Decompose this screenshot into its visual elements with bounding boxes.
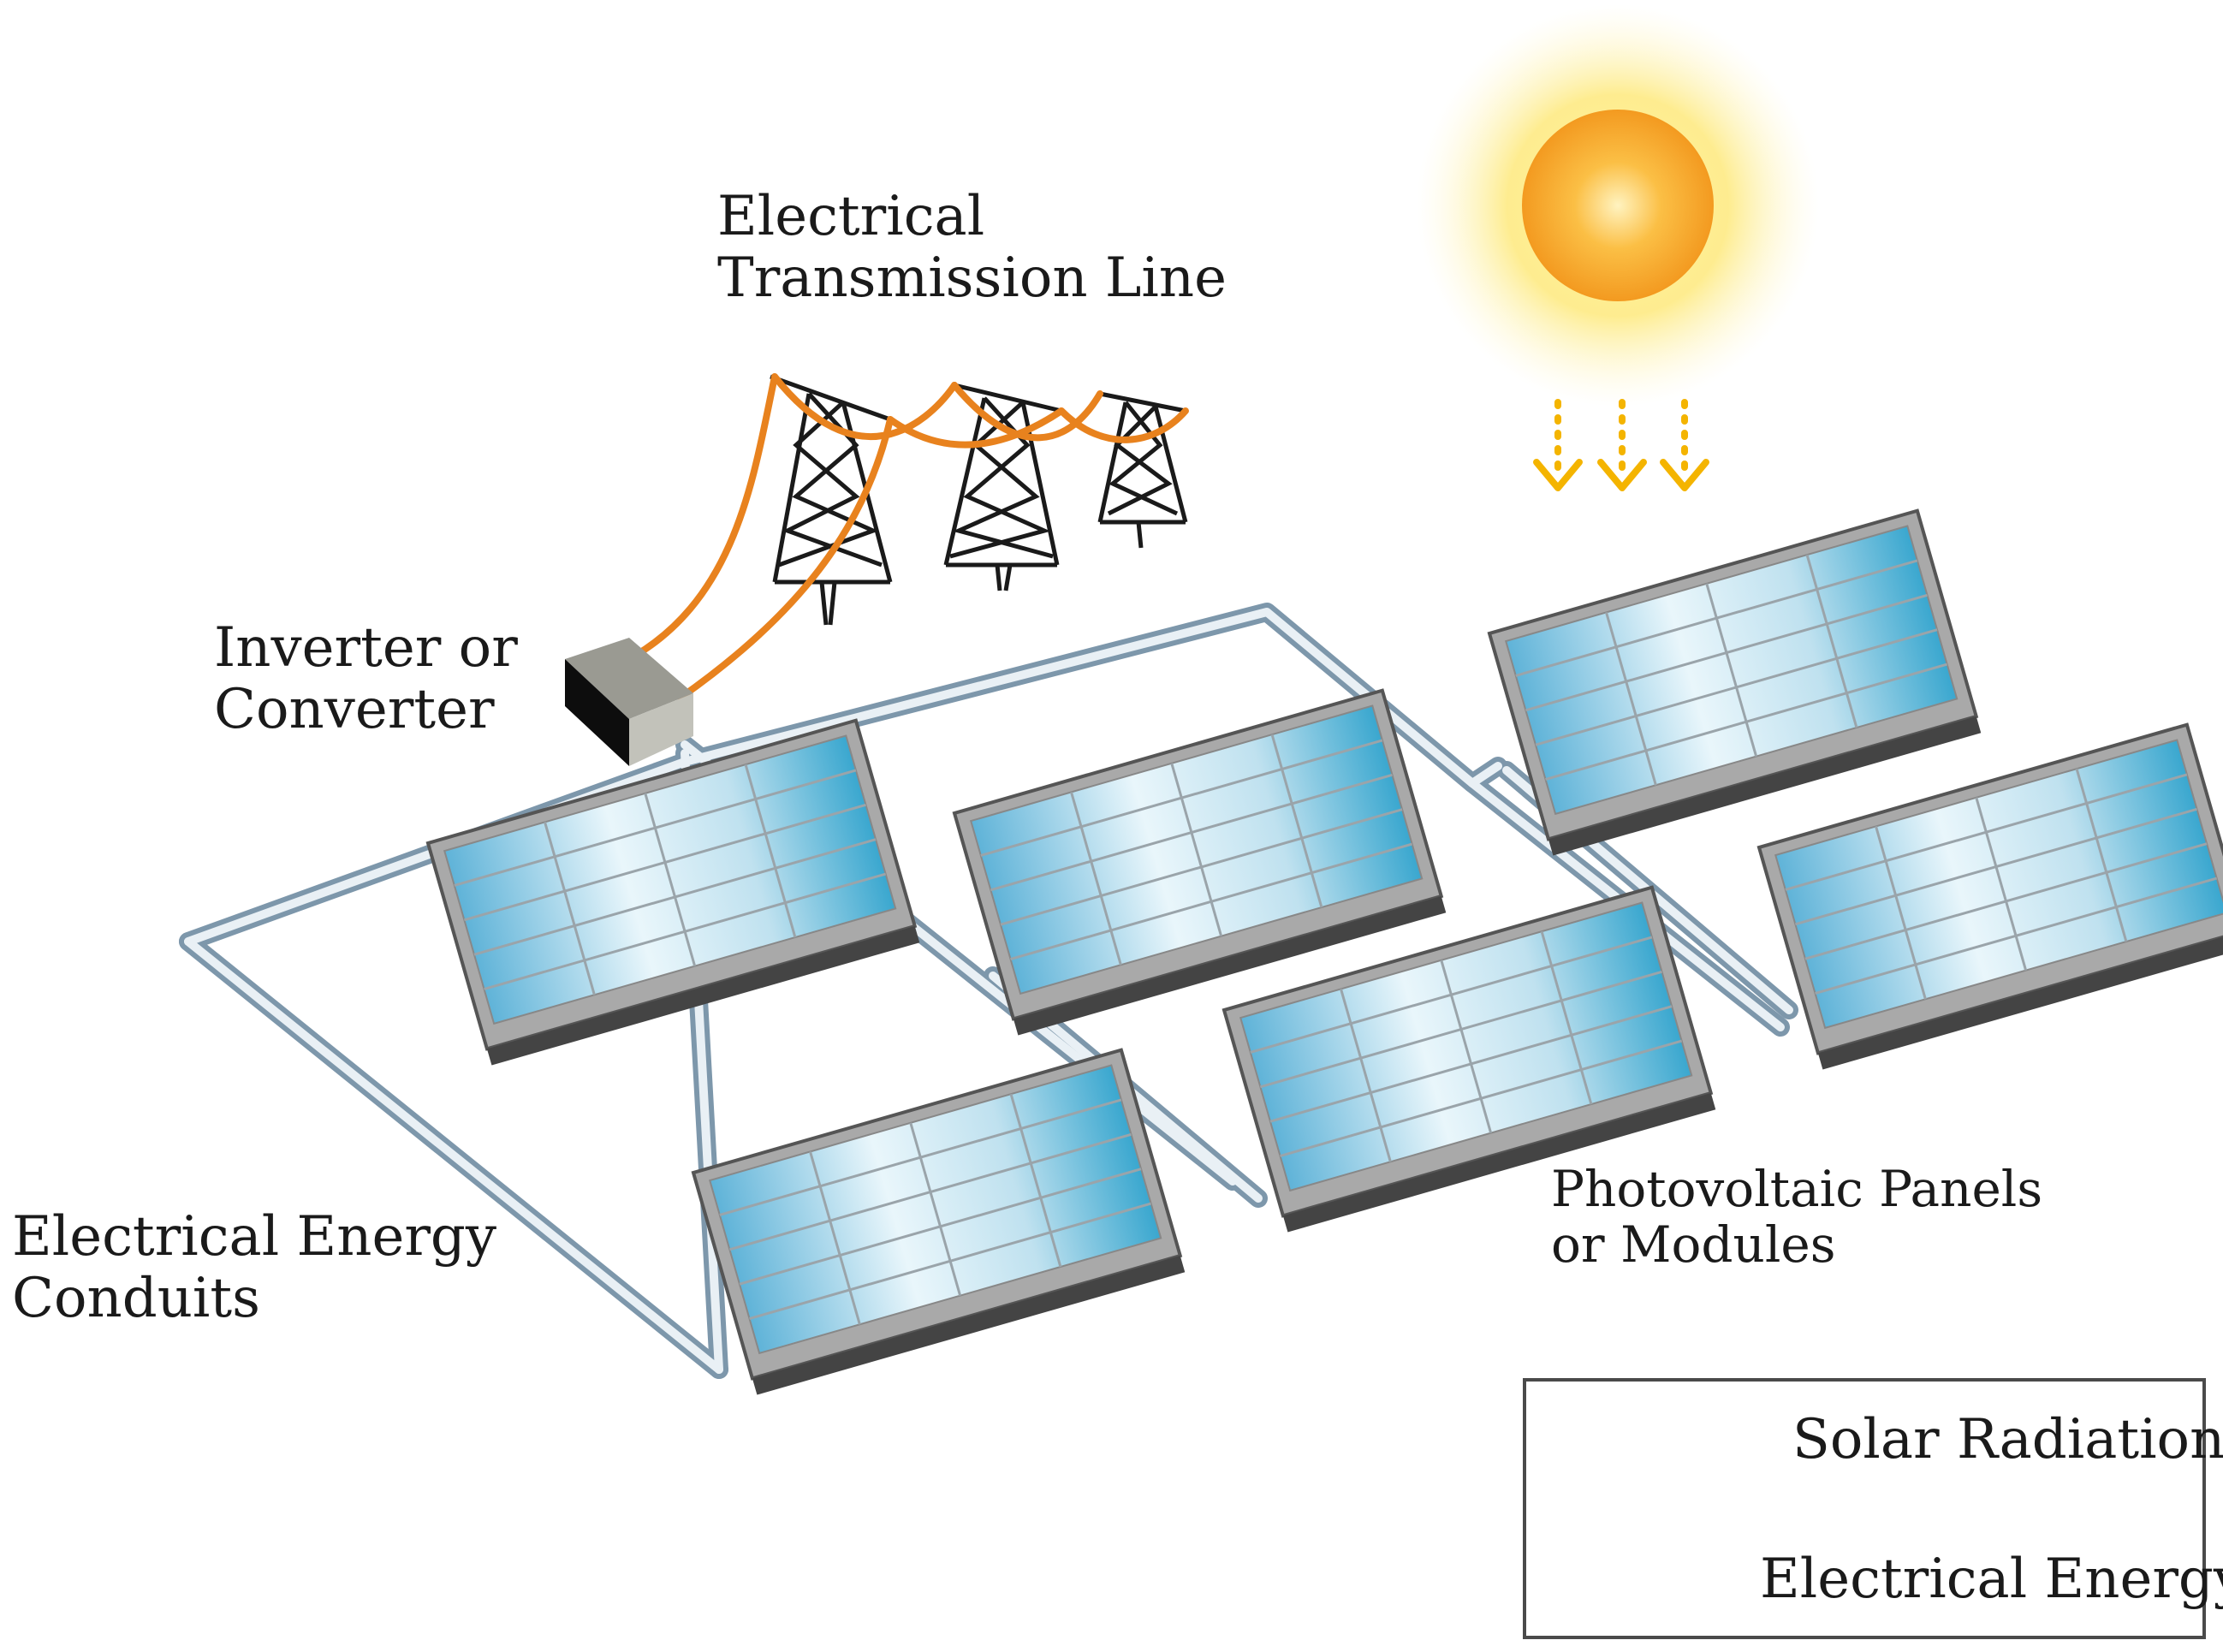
inverter-label: Inverter or Converter	[214, 616, 518, 741]
photovoltaic-panels	[425, 508, 2223, 1395]
transmission-line-label-line2: Transmission Line	[717, 246, 1227, 310]
transmission-line-label-line1: Electrical	[717, 185, 985, 248]
inverter-box-icon	[565, 638, 693, 766]
conduits-label-line1: Electrical Energy	[12, 1205, 497, 1269]
electrical-energy-lines	[626, 373, 1189, 701]
transmission-line-label: Electrical Transmission Line	[717, 185, 1227, 310]
panels-label-line2: or Modules	[1551, 1215, 1836, 1274]
solar-panel-icon	[1221, 885, 1716, 1233]
solar-panel-icon	[952, 688, 1447, 1036]
solar-panel-icon	[1487, 508, 1982, 856]
legend-electrical-energy-label: Electrical Energy	[1760, 1548, 2223, 1611]
solar-panel-icon	[1756, 722, 2223, 1070]
transmission-tower-icon	[770, 374, 893, 626]
panels-label-line1: Photovoltaic Panels	[1551, 1160, 2043, 1218]
solar-panel-icon	[425, 718, 920, 1066]
inverter-label-line1: Inverter or	[214, 616, 518, 680]
transmission-tower-icon	[943, 383, 1062, 591]
solar-panel-icon	[691, 1048, 1186, 1395]
sun-icon	[1417, 4, 1819, 407]
transmission-tower-icon	[1097, 391, 1188, 549]
solar-radiation-arrows	[1533, 399, 1709, 491]
legend-solar-radiation-label: Solar Radiation	[1792, 1408, 2223, 1471]
conduits-label: Electrical Energy Conduits	[12, 1205, 497, 1330]
inverter-label-line2: Converter	[214, 677, 495, 741]
legend	[1523, 1378, 2206, 1639]
panels-label: Photovoltaic Panels or Modules	[1551, 1162, 2042, 1273]
conduits-label-line2: Conduits	[12, 1266, 260, 1330]
